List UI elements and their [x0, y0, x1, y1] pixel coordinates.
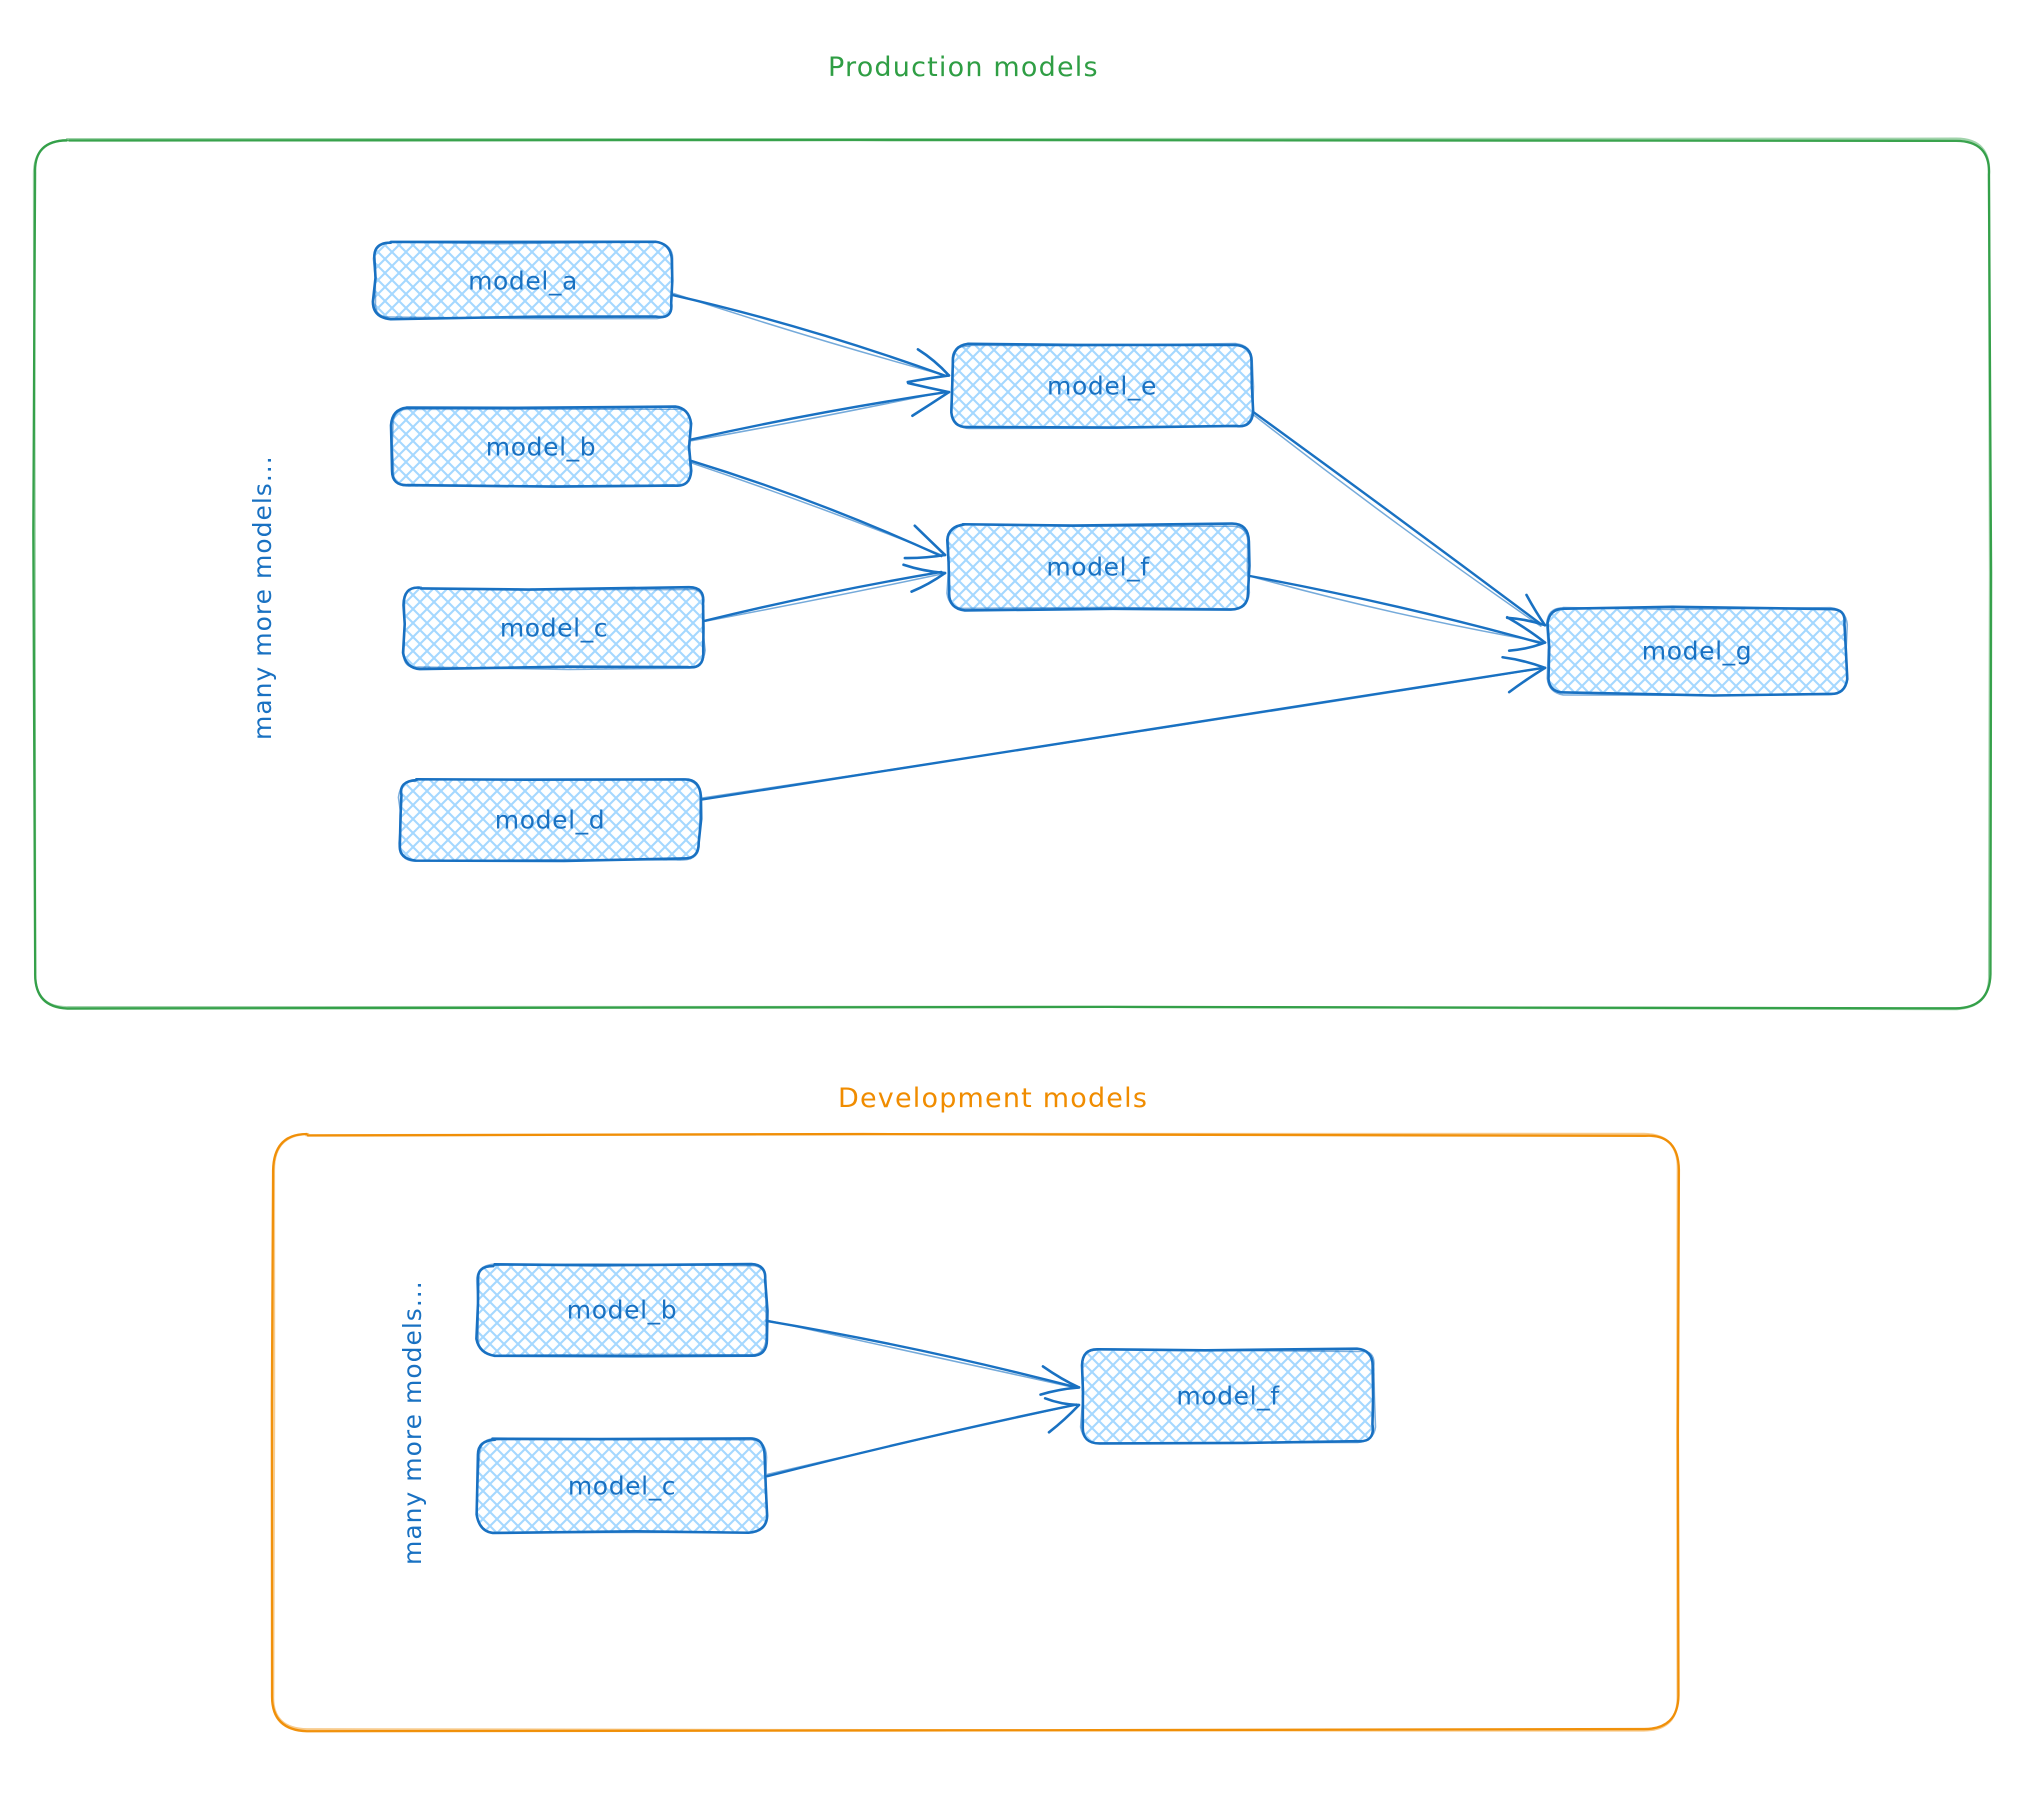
more-models-note-development: many more models... [398, 1280, 427, 1565]
node-prod_model_g[interactable] [1545, 605, 1849, 697]
edge-prod_model_a-to-prod_model_e [669, 292, 951, 384]
group-title-production: Production models [828, 52, 1099, 83]
node-prod_model_d[interactable] [397, 777, 703, 863]
nodes [371, 240, 1849, 1535]
edge-prod_model_e-to-prod_model_g [1250, 410, 1547, 627]
node-prod_model_c[interactable] [401, 585, 706, 671]
more-models-note-production: many more models... [248, 455, 277, 740]
node-dev_model_b[interactable] [475, 1262, 769, 1358]
edge-prod_model_b-to-prod_model_e [689, 381, 951, 442]
group-frame-development [270, 1132, 1681, 1733]
edge-prod_model_b-to-prod_model_f [688, 459, 947, 560]
node-prod_model_a[interactable] [371, 240, 674, 321]
edge-dev_model_c-to-dev_model_f [766, 1397, 1081, 1478]
group-frame-production [32, 137, 1993, 1011]
edge-prod_model_d-to-prod_model_g [698, 655, 1547, 802]
node-prod_model_f[interactable] [945, 522, 1251, 612]
edge-prod_model_c-to-prod_model_f [701, 563, 947, 623]
group-title-development: Development models [838, 1083, 1149, 1114]
edges [669, 292, 1547, 1478]
node-dev_model_f[interactable] [1079, 1347, 1377, 1445]
node-prod_model_e[interactable] [950, 342, 1255, 430]
group-frames [32, 137, 1993, 1733]
node-prod_model_b[interactable] [389, 405, 693, 488]
node-dev_model_c[interactable] [475, 1437, 769, 1535]
edge-dev_model_b-to-dev_model_f [764, 1319, 1081, 1396]
edge-prod_model_f-to-prod_model_g [1247, 574, 1547, 652]
